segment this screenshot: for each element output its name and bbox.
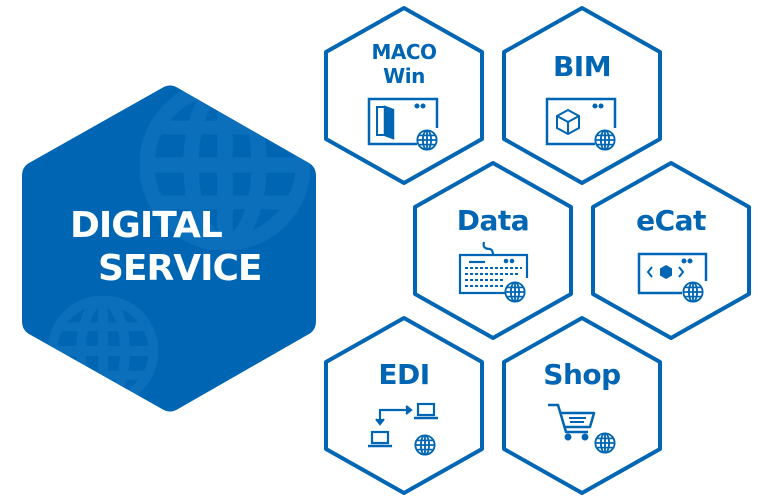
window-code-icon bbox=[637, 252, 708, 295]
window-door-icon bbox=[367, 97, 439, 146]
digital-service-hexagon bbox=[22, 86, 316, 412]
service-label-maco-win[interactable]: MACO Win bbox=[354, 40, 454, 88]
globe-icon bbox=[682, 281, 704, 303]
service-label-shop[interactable]: Shop bbox=[543, 358, 621, 391]
service-label-data[interactable]: Data bbox=[456, 204, 530, 237]
service-label-ecat[interactable]: eCat bbox=[636, 204, 706, 237]
globe-icon bbox=[594, 432, 616, 454]
globe-icon bbox=[504, 281, 526, 303]
hexagon-maco-win[interactable] bbox=[324, 6, 484, 185]
service-label-bim[interactable]: BIM bbox=[552, 50, 612, 83]
globe-icon bbox=[416, 129, 438, 151]
maco-line: MACO bbox=[371, 40, 437, 64]
globe-icon bbox=[594, 129, 616, 151]
hexagon-shop[interactable] bbox=[502, 316, 662, 495]
window-cube-icon bbox=[545, 97, 617, 146]
hexagon-data[interactable] bbox=[413, 161, 573, 340]
globe-watermark-icon bbox=[52, 300, 153, 401]
hexagon-ecat[interactable] bbox=[591, 161, 751, 340]
shopping-cart-icon bbox=[548, 403, 596, 441]
main-title-line1: DIGITAL bbox=[70, 205, 223, 246]
laptops-exchange-icon bbox=[368, 402, 438, 448]
win-line: Win bbox=[383, 64, 425, 88]
service-label-edi[interactable]: EDI bbox=[378, 358, 430, 391]
globe-icon bbox=[414, 434, 436, 456]
hexagon-bim[interactable] bbox=[502, 6, 662, 185]
hexagon-edi[interactable] bbox=[324, 316, 484, 495]
main-title-line2: SERVICE bbox=[98, 248, 263, 289]
keyboard-icon bbox=[458, 241, 529, 295]
